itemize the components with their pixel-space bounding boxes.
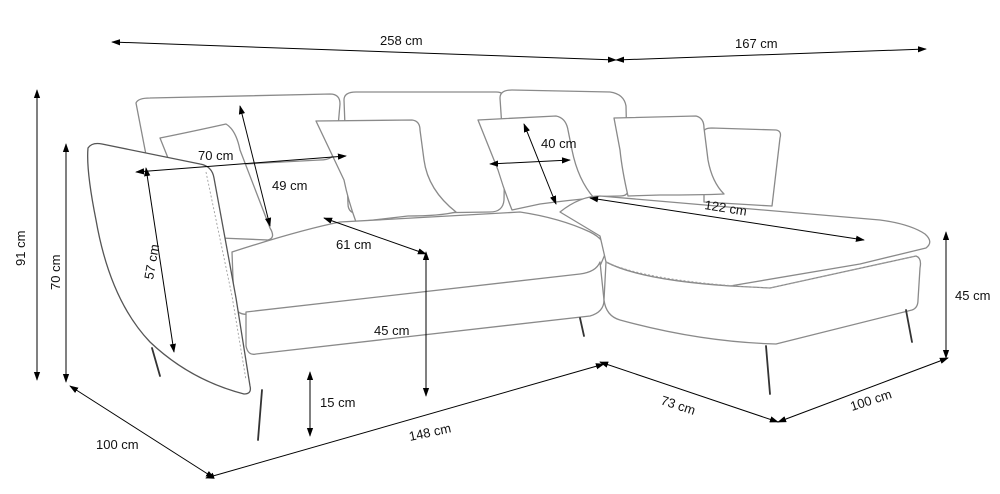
chaise-seam — [605, 255, 917, 289]
chaise-front — [603, 255, 922, 345]
dim-line-chaise-width — [615, 46, 927, 63]
dim-line-chaise-inner — [599, 361, 779, 423]
label-chaise-depth: 100 cm — [848, 386, 893, 413]
dim-line-armrest-height — [144, 167, 176, 353]
dim-line-chaise-length — [589, 196, 865, 242]
dim-line-small-cushion-height — [523, 123, 557, 205]
label-chaise-width: 167 cm — [735, 36, 778, 51]
leg-5 — [905, 309, 913, 343]
leg-3 — [579, 317, 585, 337]
leg-2 — [257, 389, 263, 441]
label-chaise-inner: 73 cm — [659, 393, 697, 418]
dimension-lines — [33, 39, 950, 479]
dim-line-total-width — [111, 39, 617, 63]
label-armrest-height: 57 cm — [141, 243, 162, 280]
label-total-height: 91 cm — [13, 231, 28, 266]
label-sofa-depth: 100 cm — [96, 437, 139, 452]
label-seat-depth: 61 cm — [336, 237, 371, 252]
label-cushion-height: 49 cm — [272, 178, 307, 193]
dim-line-cushion-height — [238, 105, 272, 227]
throw-pillow-4 — [613, 115, 725, 197]
label-seat-height: 45 cm — [374, 323, 409, 338]
label-seat-width: 148 cm — [408, 420, 453, 444]
throw-pillow-2 — [315, 119, 457, 223]
leg-1 — [151, 347, 161, 377]
leg-4 — [765, 345, 771, 395]
label-back-cushion-depth: 70 cm — [198, 148, 233, 163]
label-chaise-seat-height: 45 cm — [955, 288, 990, 303]
label-leg-height: 15 cm — [320, 395, 355, 410]
dim-line-chaise-depth — [777, 357, 949, 423]
label-small-cushion: 40 cm — [541, 136, 576, 151]
label-chaise-length: 122 cm — [704, 197, 748, 218]
dim-line-sofa-depth — [69, 385, 215, 479]
chaise-bolster — [703, 127, 782, 207]
dim-line-seat-width — [205, 363, 605, 479]
sofa-illustration — [87, 89, 931, 441]
dim-line-seat-depth — [323, 217, 427, 255]
label-total-width: 258 cm — [380, 33, 423, 48]
label-back-height: 70 cm — [48, 255, 63, 290]
